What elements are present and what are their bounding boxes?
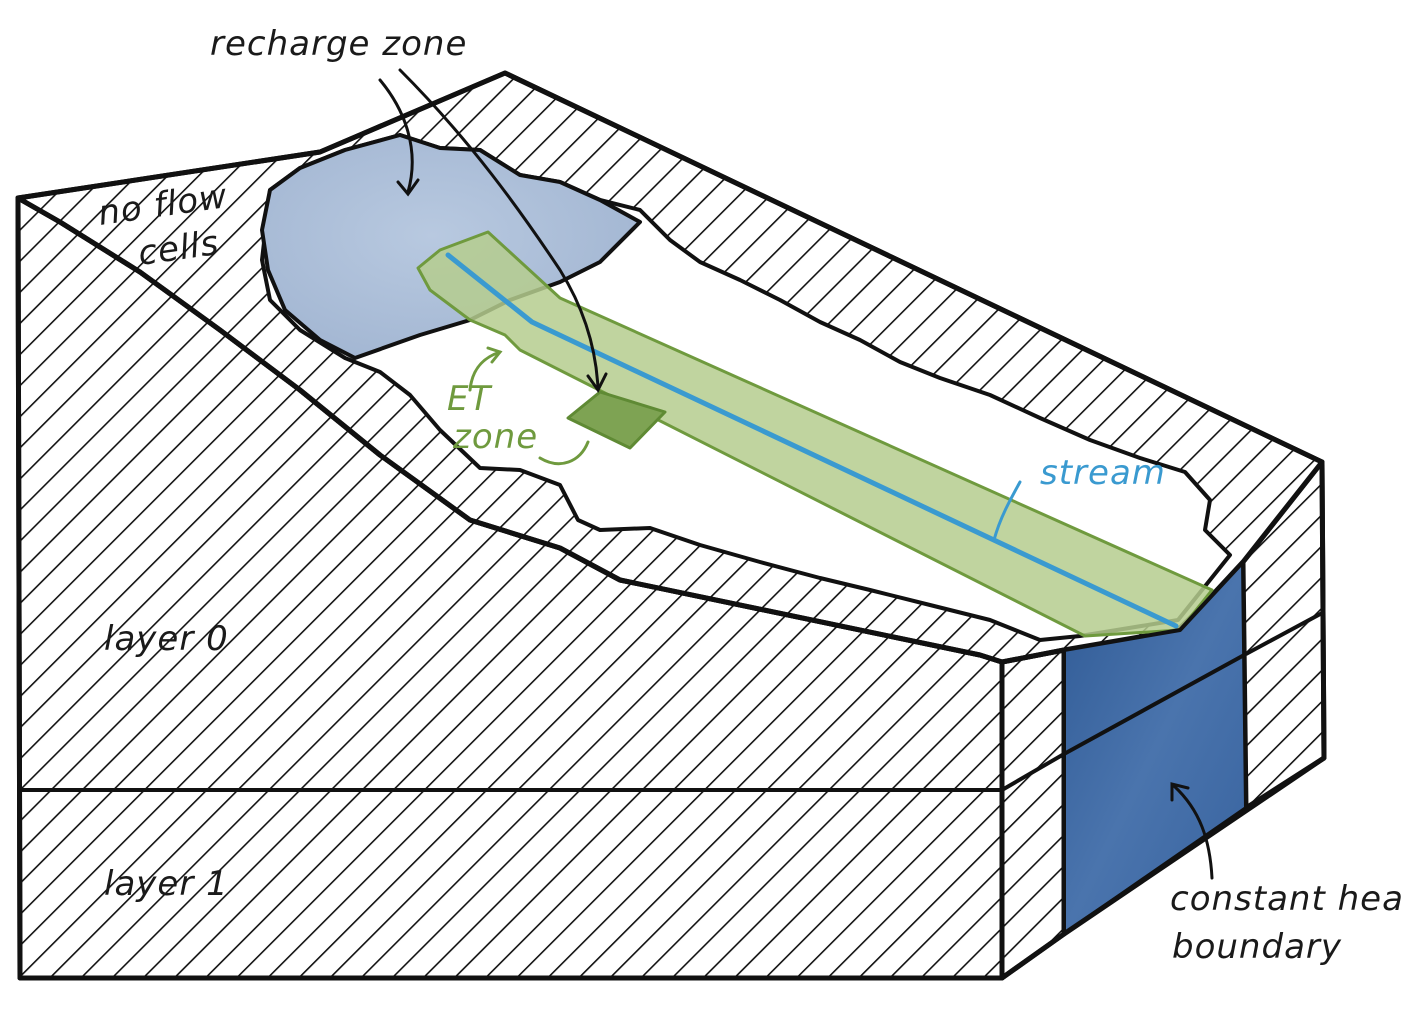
stream-label: stream	[1040, 453, 1166, 493]
constant-head-boundary-label-line2: boundary	[1172, 927, 1342, 967]
constant-head-boundary-face	[1062, 560, 1248, 936]
labels: recharge zone no flow cells ET zone stre…	[96, 24, 1404, 967]
recharge-zone-label: recharge zone	[210, 24, 467, 64]
et-zone-patch	[566, 390, 667, 450]
stream-line	[445, 252, 1179, 629]
layer-divider	[20, 610, 1325, 978]
et-zone-label-line1: ET	[447, 379, 492, 419]
block-outline	[15, 70, 1327, 981]
et-strip	[416, 230, 1214, 638]
et-zone-label-line2: zone	[452, 417, 538, 457]
constant-head-boundary-label-line1: constant head	[1170, 879, 1404, 919]
annotation-arrows	[378, 68, 1214, 880]
layer-1-label: layer 1	[104, 864, 229, 904]
layer-0-label: layer 0	[104, 619, 229, 659]
